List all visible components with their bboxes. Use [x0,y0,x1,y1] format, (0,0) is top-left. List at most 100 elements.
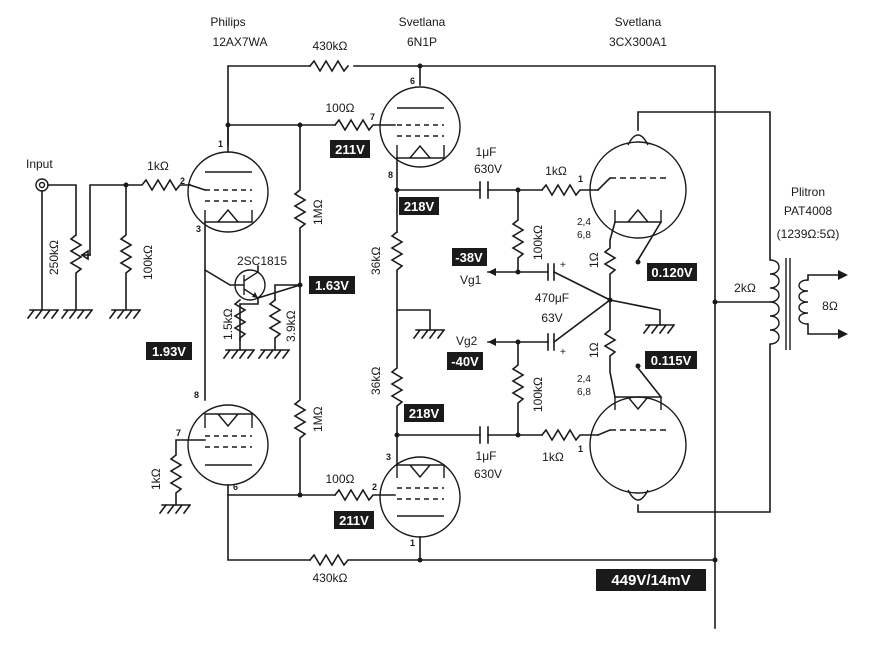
resistor-1ohm-top [603,221,617,301]
voltage-label: 449V/14mV [596,569,706,591]
node-dot [712,557,718,563]
node-dot [607,297,613,303]
resistor-1ohm-bot [603,299,617,398]
right-tube-bottom [589,396,687,501]
right-tube-model: 3CX300A1 [609,35,667,49]
supply-rail [353,65,716,629]
right-top-plate-wire [637,111,771,261]
cap-1uf-top [479,181,489,199]
r-grid-top-label: 100Ω [326,101,355,115]
left-tube-bottom [187,404,269,486]
transformer-model: PAT4008 [784,204,833,218]
fil-pins-top: 2,4 [577,217,591,228]
ground-symbol [26,308,60,320]
transistor-base-wire [203,268,245,286]
resistor-430k-bot [308,553,716,567]
cap-top-val: 1μF [476,145,497,159]
resistor-3k9 [268,298,282,351]
pin: 8 [388,170,393,180]
svg-text:449V/14mV: 449V/14mV [611,572,690,589]
pot-250k [69,233,83,311]
ground-symbol [257,348,291,360]
pin: 7 [370,112,375,122]
bottom-plate-line [227,484,336,496]
ground-symbol [60,308,94,320]
resistor-430k-top [308,59,350,73]
bias-cap-bot-wire [552,298,612,344]
right-tube-top [589,134,687,239]
voltage-label: 218V [399,197,439,215]
transformer-primary-coil [769,259,780,345]
cap-top-volt: 630V [474,162,502,176]
wiper-wire [89,184,127,256]
resistor-1k-left-grid [169,439,206,506]
voltage-label: 211V [334,511,374,529]
resistor-1k-bot-grid [540,428,599,442]
test-point [635,259,641,265]
transformer-secondary: 8Ω [822,299,838,313]
r-grid-label: 100kΩ [141,245,155,280]
svg-text:1.93V: 1.93V [152,344,186,359]
output-arrow-top [838,270,848,280]
r-sense-top-label: 1Ω [587,252,601,268]
node-dot [417,63,423,69]
fb-wire-bot-left [227,494,311,561]
cap-bias-volt: 63V [541,311,562,325]
bias-cap-top-wire [552,270,612,302]
svg-text:0.115V: 0.115V [651,353,692,368]
left-tube-brand: Philips [210,15,245,29]
transformer-ratio: (1239Ω:5Ω) [777,227,840,241]
pin: 1 [410,538,415,548]
pin: 2 [180,176,185,186]
fil-pins-top2: 6,8 [577,230,591,241]
right-bot-fil-wire [636,366,663,399]
pin: 6 [410,76,415,86]
transistor-label: 2SC1815 [237,254,287,268]
node-dot [297,492,303,498]
middle-tube-top [379,86,461,168]
transformer-secondary-coil [798,279,809,325]
left-tube-top [187,151,269,233]
voltage-label: 0.115V [645,351,697,369]
r-load-top-label: 1MΩ [311,199,325,225]
collector-wire [256,284,301,301]
voltage-label: 1.93V [146,342,192,360]
resistor-1k5-emitter [233,298,247,351]
resistor-1m-chain [293,124,307,496]
pin: 1 [218,139,223,149]
input-jack-center [38,181,46,189]
resistor-100k-bias-bot [511,341,525,436]
ground-symbol [108,308,142,320]
pin: 3 [386,452,391,462]
voltage-label: -38V [452,248,487,266]
r-g-top-label: 1kΩ [545,164,567,178]
r-cath-top-label: 36kΩ [369,247,383,275]
r-fb-bot-label: 430kΩ [313,571,348,585]
right-bot-plate-wire [637,344,771,513]
pin: 2 [372,482,377,492]
r-cath-bot-label: 36kΩ [369,367,383,395]
transistor-emitter-wire [239,265,259,341]
resistor-100k-bias-top [511,189,525,273]
mid-ground-wire [396,309,431,331]
cap-bot-val: 1μF [476,449,497,463]
pot-wiper-arrow [80,249,89,261]
pin: 1 [578,444,583,454]
r-bias-bot-label: 100kΩ [531,377,545,412]
right-bot-grid-wire [596,428,612,437]
vg1-arrow [488,268,496,276]
r-fb-top-label: 430kΩ [313,39,348,53]
vg1-label: Vg1 [460,273,482,287]
r-left-grid-label: 1kΩ [149,468,163,490]
cap-1uf-bot [479,426,489,444]
r-e1-label: 1.5kΩ [221,308,235,340]
r-grid-bot-label: 100Ω [326,472,355,486]
svg-text:218V: 218V [409,406,440,421]
voltage-label: 1.63V [309,276,355,294]
r-in-label: 1kΩ [147,159,169,173]
voltage-label: -40V [447,352,483,370]
cap-plus: + [560,347,566,358]
middle-tube-model: 6N1P [407,35,437,49]
input-jack[interactable] [35,178,49,192]
